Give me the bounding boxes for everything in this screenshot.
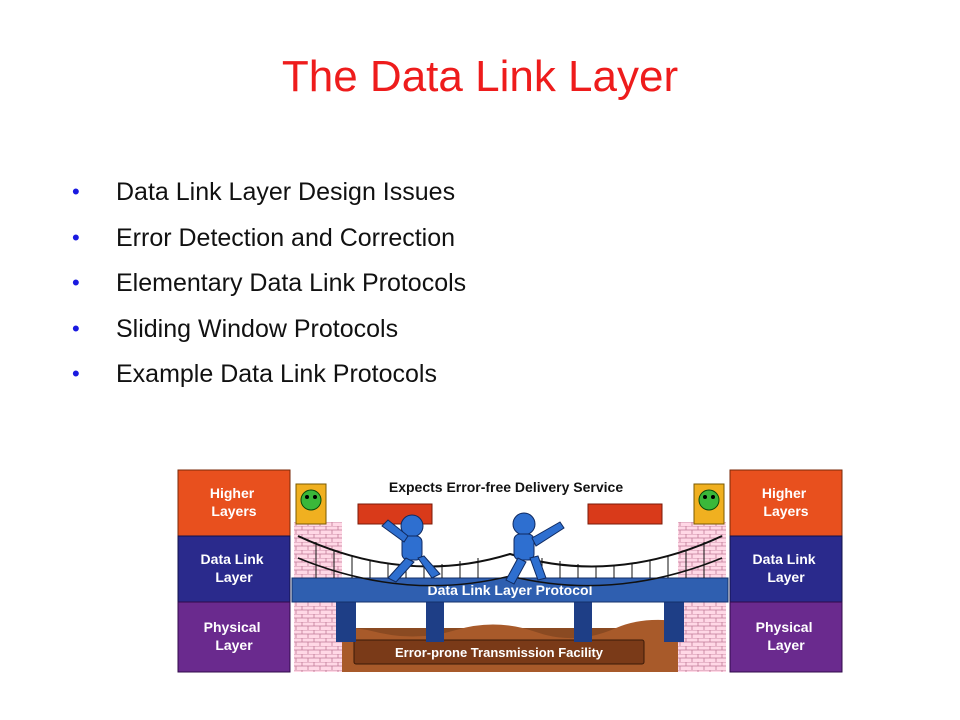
- left-person-icon: [381, 514, 441, 583]
- svg-text:Higher Layers: Higher Layers: [762, 485, 810, 519]
- bullet-list: • Data Link Layer Design Issues • Error De…: [72, 176, 466, 404]
- right-datalink-label-1: Data Link: [753, 551, 816, 567]
- bullet-item: • Error Detection and Correction: [72, 222, 466, 268]
- right-person-icon: [505, 512, 565, 585]
- svg-text:Physical Layer: Physical Layer: [756, 619, 817, 653]
- right-higher-label-1: Higher: [762, 485, 807, 501]
- right-physical-label-2: Layer: [767, 637, 805, 653]
- svg-text:Higher Layers: Higher Layers: [210, 485, 258, 519]
- bullet-dot-icon: •: [72, 315, 80, 341]
- left-higher-label-1: Higher: [210, 485, 255, 501]
- right-datalink-layer: [729, 535, 843, 603]
- right-physical-label-1: Physical: [756, 619, 813, 635]
- bullet-text: Error Detection and Correction: [116, 223, 456, 252]
- data-link-bridge-diagram: Error-prone Transmission Facility Data L…: [176, 462, 844, 684]
- bullet-dot-icon: •: [72, 179, 80, 204]
- left-layer-stack: Higher Layers Data Link Layer Physical L…: [177, 469, 291, 673]
- slide-title: The Data Link Layer: [281, 52, 679, 101]
- bullet-dot-icon: •: [72, 224, 80, 250]
- left-higher-label-2: Layers: [211, 503, 256, 519]
- left-physical-label-1: Physical: [204, 619, 261, 635]
- svg-text:Data Link Layer: Data Link Layer: [753, 551, 820, 585]
- right-higher-label-2: Layers: [763, 503, 808, 519]
- right-physical-layer: [729, 601, 843, 673]
- svg-text:Physical Layer: Physical Layer: [204, 619, 265, 653]
- bullet-text: Data Link Layer Design Issues: [116, 178, 456, 206]
- left-datalink-layer: [177, 535, 291, 603]
- facility-label: Error-prone Transmission Facility: [395, 645, 604, 660]
- right-datalink-label-2: Layer: [767, 569, 805, 585]
- bullet-dot-icon: •: [72, 361, 80, 386]
- left-physical-label-2: Layer: [215, 637, 253, 653]
- bullet-item: • Elementary Data Link Protocols: [72, 267, 466, 313]
- bullet-dot-icon: •: [72, 270, 80, 295]
- left-monster-icon: [295, 483, 327, 525]
- right-monster-icon: [693, 483, 725, 525]
- top-banner: Expects Error-free Delivery Service: [389, 479, 623, 495]
- bullet-item: • Sliding Window Protocols: [72, 313, 466, 359]
- bullet-text: Sliding Window Protocols: [116, 314, 399, 343]
- svg-text:Data Link Layer: Data Link Layer: [201, 551, 268, 585]
- left-physical-layer: [177, 601, 291, 673]
- left-datalink-label-1: Data Link: [201, 551, 264, 567]
- bullet-text: Elementary Data Link Protocols: [116, 269, 467, 297]
- bullet-item: • Data Link Layer Design Issues: [72, 176, 466, 222]
- protocol-label: Data Link Layer Protocol: [428, 582, 593, 598]
- bullet-item: • Example Data Link Protocols: [72, 358, 466, 404]
- left-datalink-label-2: Layer: [215, 569, 253, 585]
- left-higher-layers: [177, 469, 291, 537]
- right-layer-stack: Higher Layers Data Link Layer Physical L…: [729, 469, 843, 673]
- bullet-text: Example Data Link Protocols: [116, 360, 437, 388]
- right-higher-layers: [729, 469, 843, 537]
